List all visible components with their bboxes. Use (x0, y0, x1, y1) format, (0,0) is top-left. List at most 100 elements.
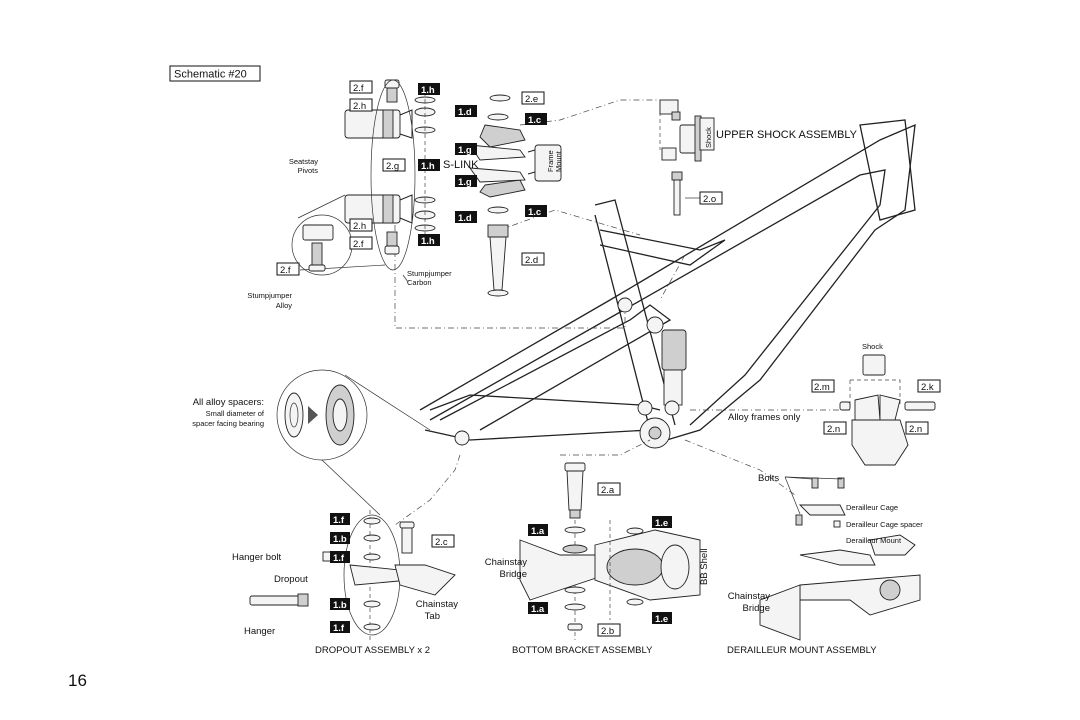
label-shock-vertical: Shock (704, 127, 713, 148)
label-dropout: Dropout (274, 574, 308, 585)
svg-text:2.n: 2.n (909, 424, 922, 435)
label-chainstay-tab: Chainstay (416, 599, 458, 610)
heading-alloy-frames: Alloy frames only (728, 412, 801, 423)
svg-text:1.a: 1.a (531, 604, 545, 615)
tag-1c-bot: 1.c (525, 205, 547, 218)
svg-text:1.c: 1.c (528, 207, 541, 218)
svg-text:Schematic #20: Schematic #20 (174, 69, 247, 81)
label-spacer-note-2: spacer facing bearing (192, 419, 264, 428)
tag-1b-b: 1.b (330, 598, 350, 611)
label-pivots: Pivots (298, 166, 319, 175)
tag-1f-c: 1.f (330, 621, 350, 634)
svg-text:1.f: 1.f (333, 623, 345, 634)
label-frame: Frame (546, 150, 555, 172)
label-bb-shell: BB Shell (699, 549, 710, 585)
svg-text:2.e: 2.e (525, 94, 538, 105)
svg-text:2.g: 2.g (386, 161, 399, 172)
tag-1e-bot: 1.e (652, 612, 672, 625)
tag-1g-top: 1.g (455, 143, 477, 156)
tag-1h-top: 1.h (418, 83, 440, 96)
tag-2d: 2.d (521, 252, 545, 266)
svg-text:2.b: 2.b (601, 626, 614, 637)
label-tab: Tab (425, 611, 440, 622)
heading-bottom-bracket-assembly: BOTTOM BRACKET ASSEMBLY (512, 645, 653, 656)
label-hanger-bolt: Hanger bolt (232, 552, 281, 563)
tag-1b-a: 1.b (330, 532, 350, 545)
svg-text:2.m: 2.m (814, 382, 830, 393)
svg-text:2.f: 2.f (280, 265, 291, 276)
tag-2e: 2.e (521, 91, 545, 105)
derailleur-mount-assembly (759, 476, 921, 641)
svg-text:2.f: 2.f (353, 83, 364, 94)
tag-2n-right: 2.n (905, 421, 929, 435)
svg-text:1.b: 1.b (333, 534, 347, 545)
tag-2g: 2.g (382, 158, 406, 172)
svg-text:1.e: 1.e (655, 614, 668, 625)
tag-1d-bot: 1.d (455, 211, 477, 224)
tag-2f-top: 2.f (349, 80, 373, 94)
label-alloy: Alloy (276, 301, 293, 310)
tag-2c: 2.c (431, 534, 455, 548)
label-derailleur-mount: Derailleur Mount (846, 536, 902, 545)
svg-text:1.g: 1.g (458, 145, 472, 156)
tag-1e-top: 1.e (652, 516, 672, 529)
label-carbon: Carbon (407, 278, 432, 287)
label-all-alloy-spacers: All alloy spacers: (193, 397, 264, 408)
s-link-assembly (344, 79, 562, 297)
diagram-labels: UPPER SHOCK ASSEMBLY S-LINK Alloy frames… (192, 127, 923, 656)
label-hanger: Hanger (244, 626, 275, 637)
tag-1h-mid: 1.h (418, 159, 440, 172)
svg-text:1.h: 1.h (421, 85, 435, 96)
tag-2f-bot: 2.f (349, 236, 373, 250)
svg-text:1.g: 1.g (458, 177, 472, 188)
label-chainstay-der: Chainstay (728, 591, 770, 602)
svg-text:2.f: 2.f (353, 239, 364, 250)
dropout-assembly (249, 510, 456, 640)
svg-text:2.h: 2.h (353, 101, 366, 112)
svg-text:1.h: 1.h (421, 161, 435, 172)
tag-1a-top: 1.a (528, 524, 548, 537)
bike-frame-drawing (419, 119, 916, 449)
assembly-leader-lines (394, 99, 850, 526)
heading-s-link: S-LINK (443, 159, 479, 171)
svg-text:1.c: 1.c (528, 115, 541, 126)
tag-2a: 2.a (597, 482, 621, 496)
svg-text:1.h: 1.h (421, 236, 435, 247)
tag-2b: 2.b (597, 623, 621, 637)
svg-text:2.k: 2.k (921, 382, 934, 393)
tag-1c-top: 1.c (525, 113, 547, 126)
schematic-title: Schematic #20 (169, 65, 261, 82)
label-shock: Shock (862, 342, 883, 351)
svg-text:2.o: 2.o (703, 194, 716, 205)
spacer-detail (276, 369, 431, 516)
svg-text:1.f: 1.f (333, 553, 345, 564)
heading-derailleur-mount-assembly: DERAILLEUR MOUNT ASSEMBLY (727, 645, 877, 656)
page-number: 16 (68, 671, 87, 690)
label-stumpjumper-alloy: Stumpjumper (247, 291, 292, 300)
label-bridge-bb: Bridge (500, 569, 527, 580)
heading-dropout-assembly: DROPOUT ASSEMBLY x 2 (315, 645, 430, 656)
heading-upper-shock: UPPER SHOCK ASSEMBLY (716, 129, 858, 141)
upper-shock-assembly (659, 99, 715, 216)
tag-1f-b: 1.f (330, 551, 350, 564)
tag-1d-top: 1.d (455, 105, 477, 118)
label-chainstay-bb: Chainstay (485, 557, 527, 568)
svg-text:2.a: 2.a (601, 485, 615, 496)
tag-2h-top: 2.h (349, 98, 373, 112)
label-derailleur-cage: Derailleur Cage (846, 503, 898, 512)
alloy-shock-mount-detail (839, 354, 936, 466)
svg-text:1.b: 1.b (333, 600, 347, 611)
tag-1a-bot: 1.a (528, 602, 548, 615)
svg-text:2.n: 2.n (827, 424, 840, 435)
label-bridge-der: Bridge (743, 603, 770, 614)
label-mount: Mount (554, 150, 563, 172)
svg-text:1.d: 1.d (458, 107, 472, 118)
part-tags-outlined: 2.f 2.h 2.e 2.g 2.h 2.f 2.f 2.d 2.o 2.m … (276, 80, 941, 637)
tag-2h-bot: 2.h (349, 218, 373, 232)
label-bolts: Bolts (758, 473, 779, 484)
svg-text:2.h: 2.h (353, 221, 366, 232)
tag-1h-bot: 1.h (418, 234, 440, 247)
svg-text:1.d: 1.d (458, 213, 472, 224)
tag-2f-left: 2.f (276, 262, 300, 276)
